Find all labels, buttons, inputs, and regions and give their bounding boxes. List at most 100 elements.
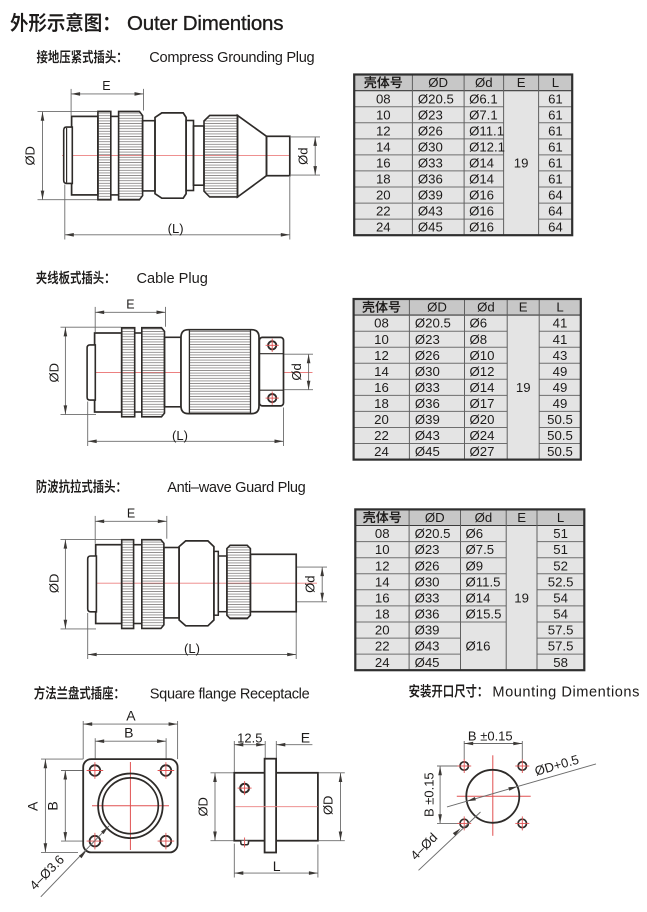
svg-text:64: 64 [548,188,563,203]
svg-text:10: 10 [376,107,391,122]
svg-text:Anti–wave Guard Plug: Anti–wave Guard Plug [167,480,305,496]
svg-text:Ø14: Ø14 [469,172,494,187]
svg-text:08: 08 [374,316,389,331]
svg-text:Ø23: Ø23 [415,332,440,347]
svg-text:Ø27: Ø27 [470,444,495,459]
svg-text:20: 20 [374,412,389,427]
svg-text:61: 61 [548,91,563,106]
svg-text:Ø24: Ø24 [470,428,495,443]
svg-text:52: 52 [553,558,568,573]
svg-text:18: 18 [376,172,391,187]
svg-text:20: 20 [376,188,391,203]
svg-text:Ød: Ød [477,300,495,315]
svg-text:51: 51 [553,526,568,541]
svg-text:ØD+0.5: ØD+0.5 [533,752,581,779]
svg-text:19: 19 [516,380,531,395]
svg-text:61: 61 [548,123,563,138]
svg-text:50.5: 50.5 [547,444,573,459]
svg-text:Ø26: Ø26 [415,348,440,363]
svg-text:Ø16: Ø16 [469,204,494,219]
svg-text:Ø9: Ø9 [466,558,484,573]
svg-text:A: A [24,801,40,811]
svg-text:Ø30: Ø30 [415,364,440,379]
svg-text:Ø30: Ø30 [418,140,443,155]
svg-text:(L): (L) [172,428,188,443]
svg-text:L: L [273,858,281,874]
svg-text:16: 16 [375,591,390,606]
svg-text:50.5: 50.5 [547,412,573,427]
svg-text:Mounting Dimentions: Mounting Dimentions [492,684,640,700]
svg-text:ØD: ØD [46,574,61,594]
svg-text:24: 24 [375,655,390,670]
svg-text:19: 19 [514,156,529,171]
svg-text:10: 10 [374,332,389,347]
svg-text:Ø8: Ø8 [470,332,488,347]
svg-text:Ø12: Ø12 [470,364,495,379]
svg-text:41: 41 [553,316,568,331]
svg-text:Ød: Ød [303,576,318,593]
svg-text:ØD: ØD [428,75,448,90]
svg-text:49: 49 [553,364,568,379]
svg-text:Ø16: Ø16 [469,188,494,203]
svg-text:Ø6: Ø6 [466,526,484,541]
svg-text:14: 14 [374,364,389,379]
svg-text:61: 61 [548,140,563,155]
svg-text:Outer Dimentions: Outer Dimentions [127,12,283,35]
svg-text:Ø33: Ø33 [415,380,440,395]
svg-text:54: 54 [553,607,568,622]
svg-text:16: 16 [374,380,389,395]
svg-text:49: 49 [553,396,568,411]
svg-text:Square flange Receptacle: Square flange Receptacle [150,686,310,702]
svg-text:E: E [127,507,135,521]
svg-text:E: E [519,300,528,315]
svg-text:Ø45: Ø45 [415,444,440,459]
svg-text:Ø36: Ø36 [418,172,443,187]
svg-text:B ±0.15: B ±0.15 [468,729,513,744]
svg-text:Ø45: Ø45 [415,655,440,670]
svg-text:Ø16: Ø16 [466,639,491,654]
svg-text:Ø39: Ø39 [418,188,443,203]
svg-text:41: 41 [553,332,568,347]
svg-text:Ø26: Ø26 [415,558,440,573]
svg-text:Ø10: Ø10 [470,348,495,363]
svg-text:14: 14 [376,140,391,155]
svg-text:Ø30: Ø30 [415,574,440,589]
svg-text:ØD: ØD [23,146,38,166]
svg-text:Ø12.1: Ø12.1 [469,140,505,155]
svg-text:(L): (L) [168,221,184,236]
svg-text:4–Ø3.6: 4–Ø3.6 [26,852,67,893]
svg-text:54: 54 [553,591,568,606]
svg-text:61: 61 [548,107,563,122]
svg-text:08: 08 [376,91,391,106]
svg-text:57.5: 57.5 [548,639,574,654]
svg-text:12: 12 [376,123,391,138]
svg-text:14: 14 [375,574,390,589]
svg-text:24: 24 [376,220,391,235]
svg-text:Ø26: Ø26 [418,123,443,138]
svg-text:Ø14: Ø14 [469,156,494,171]
svg-text:Ø39: Ø39 [415,623,440,638]
svg-text:10: 10 [375,542,390,557]
svg-text:Ø20.5: Ø20.5 [418,91,454,106]
svg-text:20: 20 [375,623,390,638]
svg-text:Ød: Ød [475,75,493,90]
svg-text:(L): (L) [184,641,200,656]
svg-text:18: 18 [375,607,390,622]
svg-text:ØD: ØD [196,797,211,817]
svg-text:Ø43: Ø43 [415,428,440,443]
svg-text:Ø16: Ø16 [469,220,494,235]
svg-text:Ø33: Ø33 [418,156,443,171]
svg-text:12: 12 [375,558,390,573]
svg-text:Ø6: Ø6 [470,316,488,331]
svg-text:Ø23: Ø23 [415,542,440,557]
svg-text:E: E [517,75,526,90]
svg-text:Ø17: Ø17 [470,396,495,411]
svg-text:A: A [126,707,136,723]
svg-text:16: 16 [376,156,391,171]
svg-text:Ø36: Ø36 [415,607,440,622]
svg-text:Ød: Ød [289,363,304,380]
svg-text:12: 12 [374,348,389,363]
svg-text:52.5: 52.5 [548,574,574,589]
svg-text:E: E [126,298,134,312]
svg-text:E: E [301,729,310,745]
